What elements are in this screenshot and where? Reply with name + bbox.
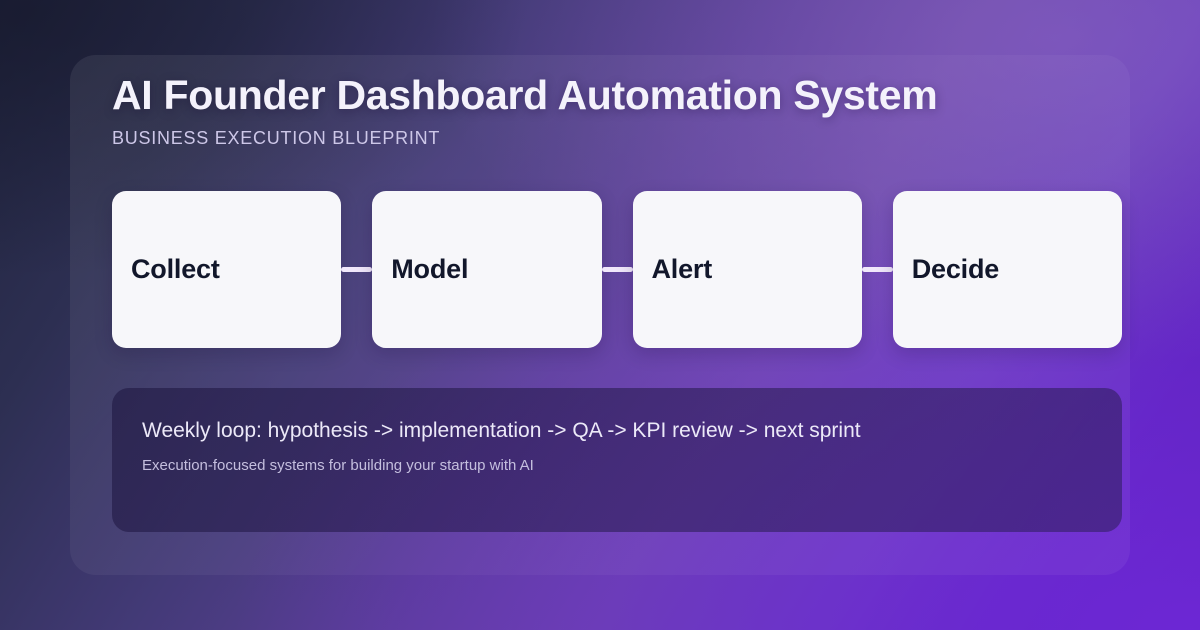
stage-card-decide[interactable]: Decide [892, 191, 1122, 348]
stage-card-model[interactable]: Model [372, 191, 602, 348]
page-title: AI Founder Dashboard Automation System [112, 72, 938, 118]
note-secondary-text: Execution-focused systems for building y… [142, 457, 534, 474]
stage-connector-1 [341, 267, 373, 272]
note-primary-text: Weekly loop: hypothesis -> implementatio… [142, 419, 861, 442]
stage-card-collect[interactable]: Collect [112, 191, 342, 348]
stage-label-collect: Collect [131, 254, 220, 284]
stage-label-decide: Decide [911, 254, 1000, 284]
stage-label-model: Model [391, 254, 469, 284]
stage-connector-2 [601, 267, 633, 272]
page-subtitle: BUSINESS EXECUTION BLUEPRINT [112, 127, 441, 148]
main-panel: AI Founder Dashboard Automation System B… [70, 55, 1130, 575]
note-panel: Weekly loop: hypothesis -> implementatio… [112, 388, 1122, 532]
stage-label-alert: Alert [651, 254, 713, 284]
header: AI Founder Dashboard Automation System B… [112, 72, 1088, 149]
stage-connector-3 [861, 267, 893, 272]
stage-card-alert[interactable]: Alert [632, 191, 862, 348]
stage-flow: Collect Model Alert Decide [112, 191, 1122, 348]
